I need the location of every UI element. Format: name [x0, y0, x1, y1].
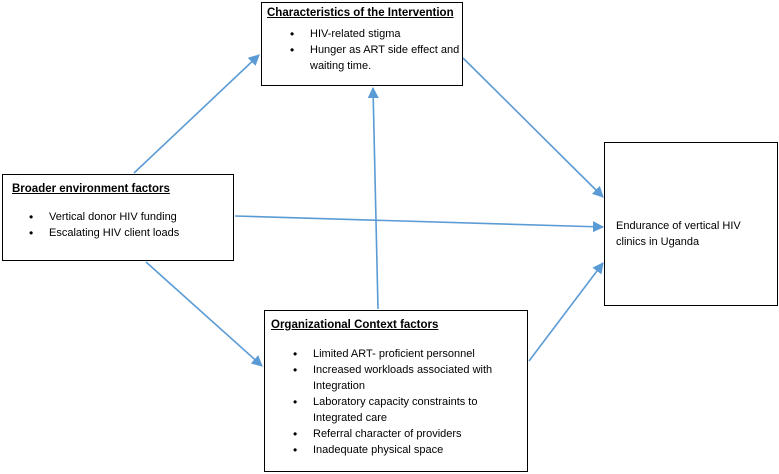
- outcome-box: Endurance of vertical HIV clinics in Uga…: [604, 142, 778, 306]
- list-item: Increased workloads associated with Inte…: [293, 362, 523, 394]
- broader-list: Vertical donor HIV funding Escalating HI…: [29, 209, 229, 241]
- arrow-broader-to-outcome: [234, 215, 605, 233]
- intervention-list: HIV-related stigma Hunger as ART side ef…: [290, 26, 460, 74]
- broader-title: Broader environment factors: [12, 183, 170, 195]
- organizational-list: Limited ART- proficient personnel Increa…: [293, 346, 523, 458]
- intervention-title: Characteristics of the Intervention: [267, 7, 454, 19]
- list-item: HIV-related stigma: [290, 26, 460, 42]
- arrow-intervention-to-outcome: [462, 57, 604, 198]
- list-item: Escalating HIV client loads: [29, 225, 229, 241]
- list-item: Referral character of providers: [293, 426, 523, 442]
- list-item: Vertical donor HIV funding: [29, 209, 229, 225]
- list-item: Hunger as ART side effect and waiting ti…: [290, 42, 460, 74]
- intervention-box: Characteristics of the Intervention HIV-…: [261, 2, 463, 86]
- list-item: Laboratory capacity constraints to Integ…: [293, 394, 523, 426]
- arrow-broader-to-intervention: [133, 54, 260, 174]
- arrow-broader-to-organizational: [145, 261, 263, 367]
- arrow-organizational-to-outcome: [528, 262, 604, 362]
- arrow-organizational-to-intervention: [367, 86, 379, 310]
- list-item: Limited ART- proficient personnel: [293, 346, 523, 362]
- organizational-title: Organizational Context factors: [271, 319, 439, 331]
- broader-environment-box: Broader environment factors Vertical don…: [2, 174, 234, 261]
- organizational-context-box: Organizational Context factors Limited A…: [264, 310, 528, 472]
- list-item: Inadequate physical space: [293, 442, 523, 458]
- outcome-text: Endurance of vertical HIV clinics in Uga…: [616, 220, 741, 248]
